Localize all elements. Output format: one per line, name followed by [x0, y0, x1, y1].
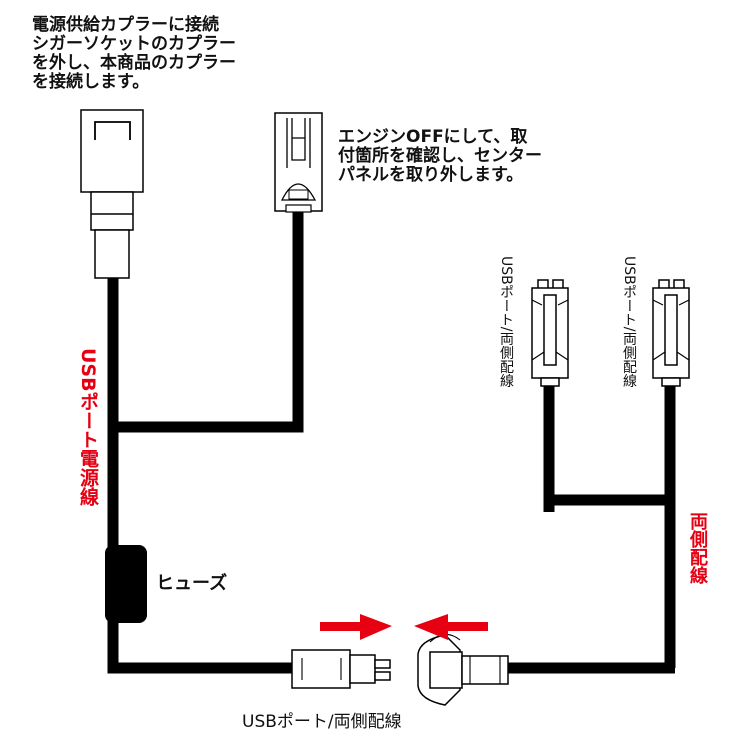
note-coupler-line-2: シガーソケットのカプラー	[32, 34, 236, 54]
note-coupler-line-4: を接続します。	[32, 72, 150, 92]
power-coupler-connector	[80, 109, 144, 279]
connect-arrow-left	[414, 614, 488, 640]
bottom-connector-male	[291, 649, 391, 689]
note-coupler-line-3: を外し、本商品のカプラー	[32, 53, 236, 73]
fuse-block	[105, 545, 147, 623]
bottom-connector-female	[417, 633, 509, 706]
note-engine-off-line-2: 付箇所を確認し、センター	[338, 146, 542, 166]
main-power-cable	[107, 206, 306, 674]
bottom-connector-label: USBポート/両側配線	[242, 712, 402, 732]
main-cable-label: USBポート電源線	[77, 348, 99, 506]
fuse-label: ヒューズ	[156, 573, 228, 594]
usb-port-right-label: USBポート/両側配線	[621, 256, 637, 388]
note-coupler-line-1: 電源供給カプラーに接続	[32, 15, 219, 35]
usb-port-connector-right	[652, 279, 690, 387]
note-engine-off-line-1: エンジンOFFにして、取	[338, 127, 528, 147]
usb-port-left-label: USBポート/両側配線	[498, 256, 514, 388]
connect-arrow-right	[320, 614, 392, 640]
note-engine-off: エンジンOFFにして、取 付箇所を確認し、センター パネルを取り外します。	[338, 128, 542, 185]
cigar-socket-coupler	[274, 112, 323, 213]
branch-cable-label: 両側配線	[687, 512, 708, 584]
note-coupler: 電源供給カプラーに接続 シガーソケットのカプラー を外し、本商品のカプラー を接…	[32, 16, 236, 92]
usb-port-connector-left	[531, 279, 569, 387]
branch-cable	[505, 384, 676, 674]
note-engine-off-line-3: パネルを取り外します。	[338, 165, 524, 185]
